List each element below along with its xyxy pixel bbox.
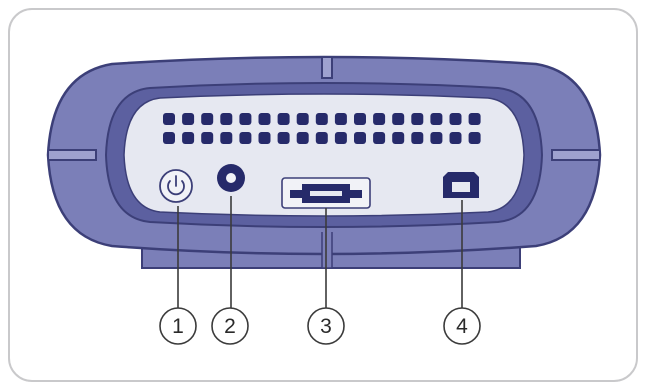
vent-hole — [220, 113, 233, 125]
vent-hole — [239, 132, 252, 144]
vent-hole — [354, 113, 366, 125]
vent-hole — [392, 132, 405, 144]
vent-hole — [315, 113, 328, 125]
vent-hole — [258, 132, 271, 144]
callout-lines — [177, 196, 463, 308]
esata-port[interactable] — [281, 177, 371, 209]
vent-hole — [354, 132, 366, 144]
vent-hole — [334, 113, 347, 125]
vent-hole — [334, 132, 347, 144]
power-icon — [167, 175, 185, 196]
vent-hole — [430, 132, 443, 144]
vent-hole — [430, 113, 443, 125]
callout-1: 1 — [159, 307, 197, 345]
vent-hole — [201, 132, 214, 144]
casing-seam-right — [551, 149, 599, 161]
casing-bottom-notch — [321, 232, 333, 269]
vent-hole — [182, 132, 195, 144]
vent-hole — [411, 113, 424, 125]
callout-3: 3 — [307, 307, 345, 345]
callout-3-label: 3 — [320, 315, 332, 338]
callout-2: 2 — [211, 307, 249, 345]
vent-hole — [468, 113, 481, 125]
casing-top-notch — [321, 58, 333, 79]
callout-1-label: 1 — [172, 315, 184, 338]
ventilation-grille — [163, 113, 481, 144]
vent-hole — [258, 113, 271, 125]
vent-hole — [449, 132, 462, 144]
vent-hole — [411, 132, 424, 144]
vent-hole — [239, 113, 252, 125]
power-connector[interactable] — [217, 164, 245, 192]
vent-hole — [373, 132, 386, 144]
usb-port[interactable] — [443, 172, 479, 198]
vent-hole — [220, 132, 233, 144]
vent-hole — [201, 113, 214, 125]
casing-seam-left — [49, 149, 97, 161]
callout-2-label: 2 — [224, 315, 236, 338]
vent-hole — [296, 132, 309, 144]
vent-hole — [315, 132, 328, 144]
callout-4: 4 — [443, 307, 481, 345]
vent-hole — [468, 132, 481, 144]
vent-hole — [277, 113, 290, 125]
vent-hole — [449, 113, 462, 125]
esata-icon — [290, 184, 362, 203]
vent-hole — [163, 132, 175, 144]
vent-hole — [277, 132, 290, 144]
vent-hole — [373, 113, 386, 125]
power-button[interactable] — [159, 169, 193, 203]
vent-hole — [296, 113, 309, 125]
vent-hole — [182, 113, 195, 125]
vent-hole — [392, 113, 405, 125]
vent-hole — [163, 113, 175, 125]
dc-jack-icon — [226, 173, 236, 183]
callout-4-label: 4 — [456, 315, 468, 338]
